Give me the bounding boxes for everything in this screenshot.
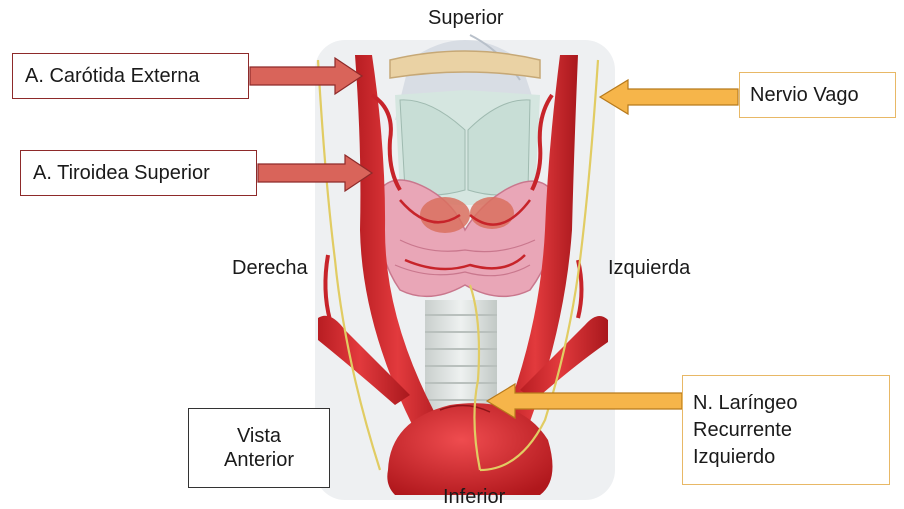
callout-recurrent-laryngeal-line-2: Recurrente [693, 417, 889, 444]
label-superior: Superior [428, 8, 504, 28]
callout-superior-thyroid-text: A. Tiroidea Superior [33, 161, 210, 185]
label-inferior: Inferior [443, 487, 505, 507]
view-label-box: Vista Anterior [188, 408, 330, 488]
orange-arrow-vagus [600, 80, 738, 114]
callout-recurrent-laryngeal-line-1: N. Laríngeo [693, 390, 889, 417]
callout-superior-thyroid: A. Tiroidea Superior [20, 150, 257, 196]
callout-external-carotid-text: A. Carótida Externa [25, 64, 200, 88]
callout-external-carotid: A. Carótida Externa [12, 53, 249, 99]
label-derecha: Derecha [232, 258, 308, 278]
callout-recurrent-laryngeal: N. Laríngeo Recurrente Izquierdo [682, 375, 890, 485]
view-label-line-2: Anterior [224, 448, 294, 472]
callout-vagus-nerve-text: Nervio Vago [750, 82, 895, 109]
label-izquierda: Izquierda [608, 258, 690, 278]
view-label-line-1: Vista [237, 424, 281, 448]
callout-vagus-nerve: Nervio Vago [739, 72, 896, 118]
callout-recurrent-laryngeal-line-3: Izquierdo [693, 444, 889, 471]
